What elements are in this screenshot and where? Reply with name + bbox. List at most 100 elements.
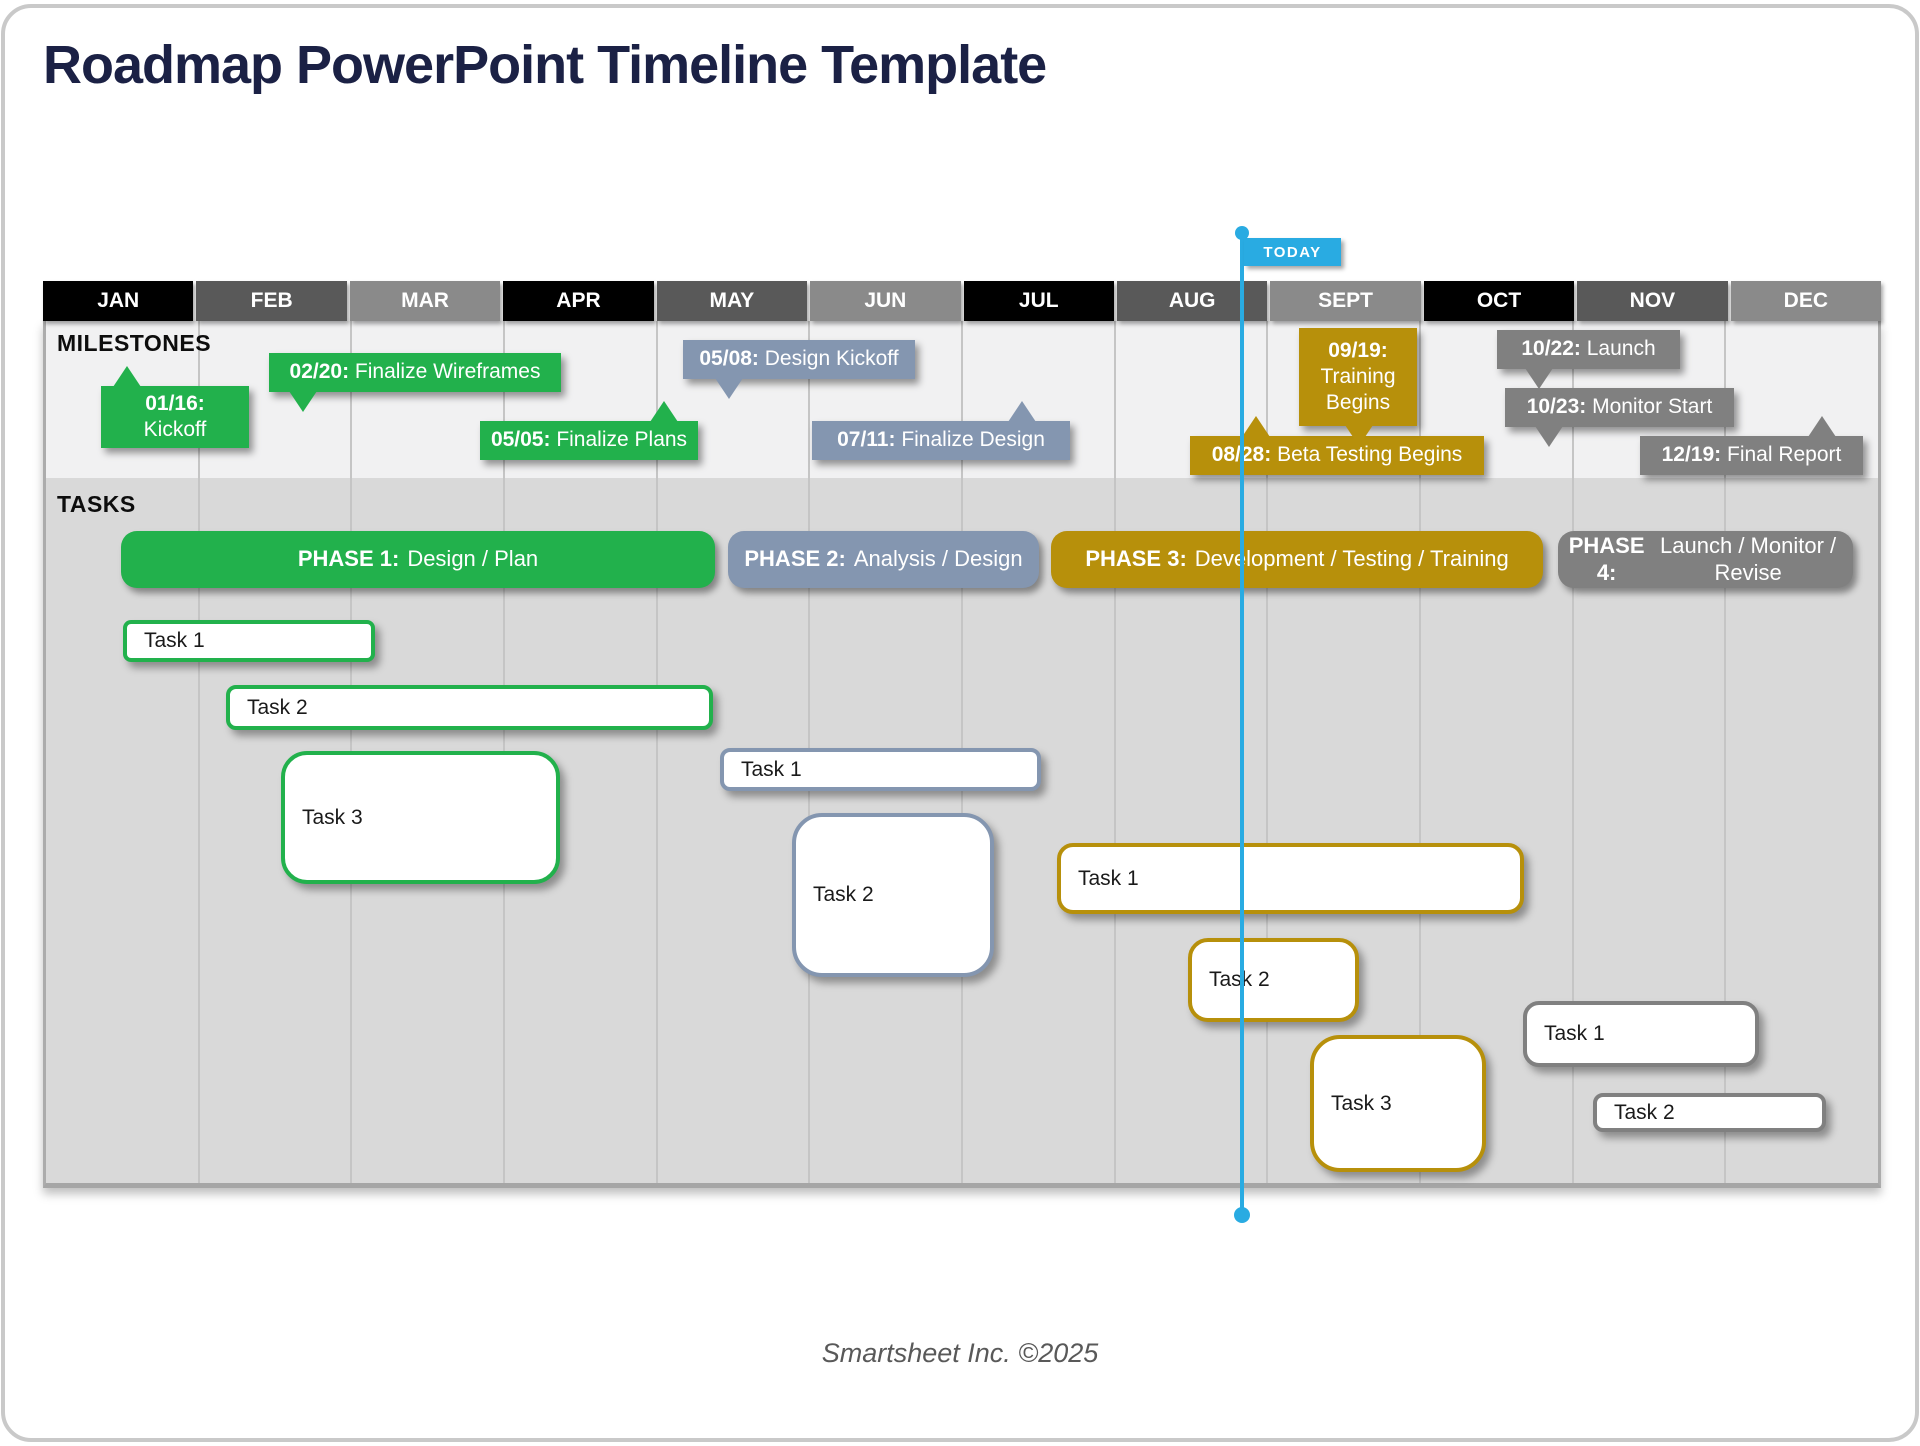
callout-arrow-bottom — [1525, 368, 1553, 389]
milestone-beta-testing-begins[interactable]: 08/28: Beta Testing Begins — [1190, 416, 1484, 475]
callout-arrow-top — [1808, 416, 1836, 437]
phase-1-bar[interactable]: PHASE 1: Design / Plan — [121, 531, 715, 588]
phase-number: PHASE 1: — [297, 546, 400, 572]
milestone-finalize-design[interactable]: 07/11: Finalize Design — [812, 401, 1070, 460]
tasks-label: TASKS — [57, 491, 136, 517]
phase-name: Analysis / Design — [853, 546, 1023, 572]
p1-task-1-bar[interactable]: Task 1 — [123, 620, 375, 662]
month-apr: APR — [503, 281, 654, 321]
month-nov: NOV — [1577, 281, 1728, 321]
month-gridline — [1266, 321, 1269, 1183]
milestone-line: 12/19: Final Report — [1661, 443, 1842, 467]
today-flag[interactable]: TODAY — [1244, 238, 1341, 266]
milestone-finalize-wireframes[interactable]: 02/20: Finalize Wireframes — [269, 353, 561, 412]
milestone-date: 12/19: — [1661, 443, 1722, 467]
today-dot-bottom — [1234, 1207, 1250, 1223]
milestone-date: 05/05: — [490, 428, 551, 452]
milestone-text: Kickoff — [143, 418, 207, 441]
milestone-line: 07/11: Finalize Design — [837, 428, 1045, 452]
callout-arrow-top — [650, 401, 678, 422]
milestone-date: 09/19: — [1328, 338, 1388, 362]
month-dec: DEC — [1730, 281, 1882, 321]
month-sept: SEPT — [1270, 281, 1421, 321]
today-dot-top — [1235, 226, 1249, 240]
task-label: Task 2 — [247, 695, 308, 719]
milestones-label: MILESTONES — [57, 330, 212, 356]
month-jun: JUN — [810, 281, 961, 321]
month-oct: OCT — [1423, 281, 1575, 321]
milestone-line: 08/28: Beta Testing Begins — [1212, 442, 1463, 468]
milestone-line: 10/22: Launch — [1521, 337, 1656, 361]
task-label: Task 1 — [1544, 1022, 1605, 1045]
milestone-line: 10/23: Monitor Start — [1526, 395, 1713, 419]
task-label: Task 1 — [741, 757, 802, 781]
milestone-date: 10/23: — [1526, 395, 1587, 419]
month-gridline — [197, 321, 200, 1183]
task-label: Task 1 — [1078, 866, 1139, 890]
phase-name: Launch / Monitor / Revise — [1660, 533, 1837, 585]
phase-4-bar[interactable]: PHASE 4: Launch / Monitor / Revise — [1558, 531, 1853, 588]
milestone-line: 05/05: Finalize Plans — [490, 428, 688, 452]
phase-number: PHASE 2: — [744, 546, 846, 572]
milestone-line: 05/08: Design Kickoff — [699, 347, 899, 371]
p3-task-1-bar[interactable]: Task 1 — [1057, 843, 1524, 914]
callout-arrow-bottom — [715, 378, 743, 399]
milestone-date: 02/20: — [289, 360, 350, 384]
month-mar: MAR — [349, 281, 501, 321]
milestone-launch[interactable]: 10/22: Launch — [1497, 330, 1680, 389]
callout-arrow-top — [1242, 416, 1270, 437]
milestone-monitor-start[interactable]: 10/23: Monitor Start — [1505, 388, 1734, 447]
milestone-date: 05/08: — [699, 347, 759, 371]
month-gridline — [655, 321, 658, 1183]
callout-arrow-bottom — [289, 391, 317, 412]
callout-arrow-top — [113, 366, 141, 387]
task-label: Task 3 — [302, 805, 363, 829]
milestone-date: 10/22: — [1521, 337, 1581, 361]
p1-task-3-bar[interactable]: Task 3 — [281, 751, 560, 884]
month-gridline — [1419, 321, 1421, 1183]
milestone-kickoff[interactable]: 01/16: Kickoff — [101, 366, 249, 448]
p3-task-2-bar[interactable]: Task 2 — [1188, 938, 1359, 1022]
phase-2-bar[interactable]: PHASE 2: Analysis / Design — [728, 531, 1039, 588]
month-gridline — [1724, 321, 1727, 1183]
milestone-date: 01/16: — [145, 391, 205, 415]
today-line[interactable] — [1240, 233, 1244, 1215]
p4-task-1-bar[interactable]: Task 1 — [1523, 1001, 1759, 1067]
month-jul: JUL — [963, 281, 1114, 321]
task-label: Task 2 — [1614, 1100, 1675, 1124]
month-gridline — [1113, 321, 1116, 1183]
phase-name: Development / Testing / Training — [1194, 546, 1509, 572]
month-may: MAY — [656, 281, 808, 321]
month-gridline — [1571, 321, 1574, 1183]
p3-task-3-bar[interactable]: Task 3 — [1310, 1035, 1486, 1172]
p2-task-2-bar[interactable]: Task 2 — [792, 813, 994, 977]
callout-arrow-bottom — [1345, 425, 1373, 446]
phase-number: PHASE 3: — [1085, 546, 1187, 572]
milestone-training-begins[interactable]: 09/19:Training Begins — [1299, 328, 1417, 446]
callout-arrow-top — [1008, 401, 1036, 422]
milestone-text: Training Begins — [1320, 364, 1396, 415]
task-label: Task 3 — [1331, 1091, 1392, 1115]
p2-task-1-bar[interactable]: Task 1 — [720, 748, 1041, 791]
task-label: Task 2 — [1209, 968, 1270, 991]
callout-arrow-bottom — [1535, 426, 1563, 447]
task-label: Task 2 — [813, 883, 874, 906]
milestone-line: 02/20: Finalize Wireframes — [289, 360, 541, 384]
milestone-final-report[interactable]: 12/19: Final Report — [1640, 416, 1863, 475]
month-aug: AUG — [1116, 281, 1268, 321]
milestone-finalize-plans[interactable]: 05/05: Finalize Plans — [480, 401, 698, 460]
p1-task-2-bar[interactable]: Task 2 — [226, 685, 713, 730]
phase-name: Design / Plan — [407, 546, 539, 572]
month-feb: FEB — [196, 281, 347, 321]
p4-task-2-bar[interactable]: Task 2 — [1593, 1093, 1826, 1132]
slide: Roadmap PowerPoint Timeline Template JAN… — [1, 4, 1919, 1442]
milestone-design-kickoff[interactable]: 05/08: Design Kickoff — [683, 340, 915, 399]
shapes-layer: PHASE 1: Design / Plan PHASE 2: Analysis / … — [5, 8, 1915, 1438]
phase-3-bar[interactable]: PHASE 3: Development / Testing / Training — [1051, 531, 1543, 588]
task-label: Task 1 — [144, 629, 205, 652]
page-title: Roadmap PowerPoint Timeline Template — [43, 35, 1047, 95]
milestone-date: 07/11: — [837, 428, 896, 452]
month-jan: JAN — [43, 281, 194, 321]
phase-number: PHASE 4: — [1568, 533, 1645, 585]
